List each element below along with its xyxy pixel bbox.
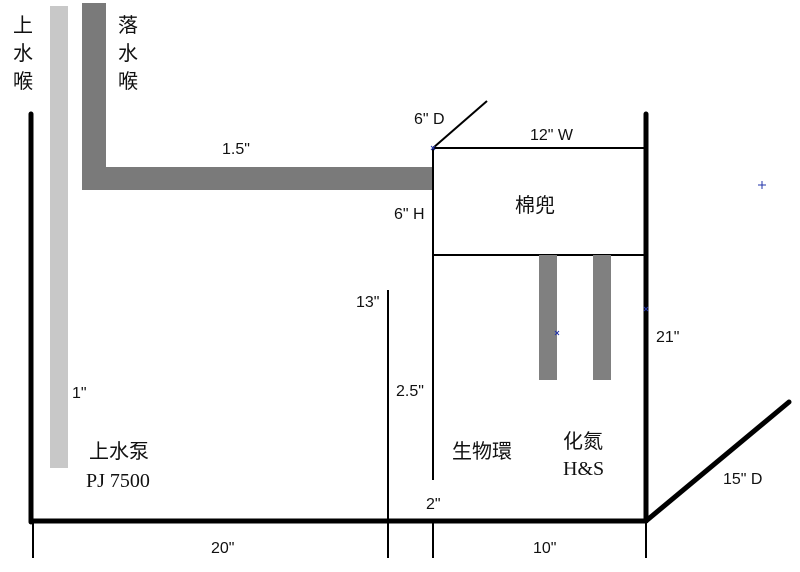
width-top-label: 12" W (530, 127, 574, 144)
sump-height-label: 21" (656, 329, 679, 346)
height-top-label: 6" H (394, 206, 425, 223)
marker-right-wall (643, 306, 649, 312)
depth-diagonal-top (432, 100, 488, 149)
intake-diameter-label: 1" (72, 385, 87, 402)
sponge-label: 棉兜 (515, 193, 555, 217)
intake-pipe-char-3: 喉 (13, 69, 33, 93)
drain-diameter-label: 1.5" (222, 141, 250, 158)
depth-top-label: 6" D (414, 111, 445, 128)
bio-rings-label: 生物環 (452, 439, 512, 463)
depth-diagonal-bottom (643, 399, 792, 524)
intake-pipe-char-1: 上 (13, 13, 33, 37)
right-length-label: 10" (533, 540, 556, 557)
intake-pipe (50, 6, 68, 468)
marker-top-left (430, 145, 436, 151)
denitrify-label: 化氮 (563, 429, 603, 453)
baffle-bottom-label: 2" (426, 496, 441, 513)
drain-pipe-char-3: 喉 (118, 69, 138, 93)
marker-plus (758, 181, 766, 189)
media-bar-left (539, 255, 557, 380)
baffle-gap-label: 2.5" (396, 383, 424, 400)
drain-pipe-vertical (82, 3, 106, 190)
drain-pipe-horizontal (82, 167, 433, 190)
left-length-label: 20" (211, 540, 234, 557)
intake-pipe-char-2: 水 (13, 41, 33, 65)
drain-pipe-char-2: 水 (118, 41, 138, 65)
marker-media (554, 330, 560, 336)
denitrify-sub-label: H&S (563, 458, 604, 480)
divider-height-label: 13" (356, 294, 379, 311)
pump-label: 上水泵 (89, 439, 149, 463)
pump-model-label: PJ 7500 (86, 470, 150, 492)
sump-depth-label: 15" D (723, 471, 762, 488)
media-bar-right (593, 255, 611, 380)
drain-pipe-char-1: 落 (118, 13, 138, 37)
